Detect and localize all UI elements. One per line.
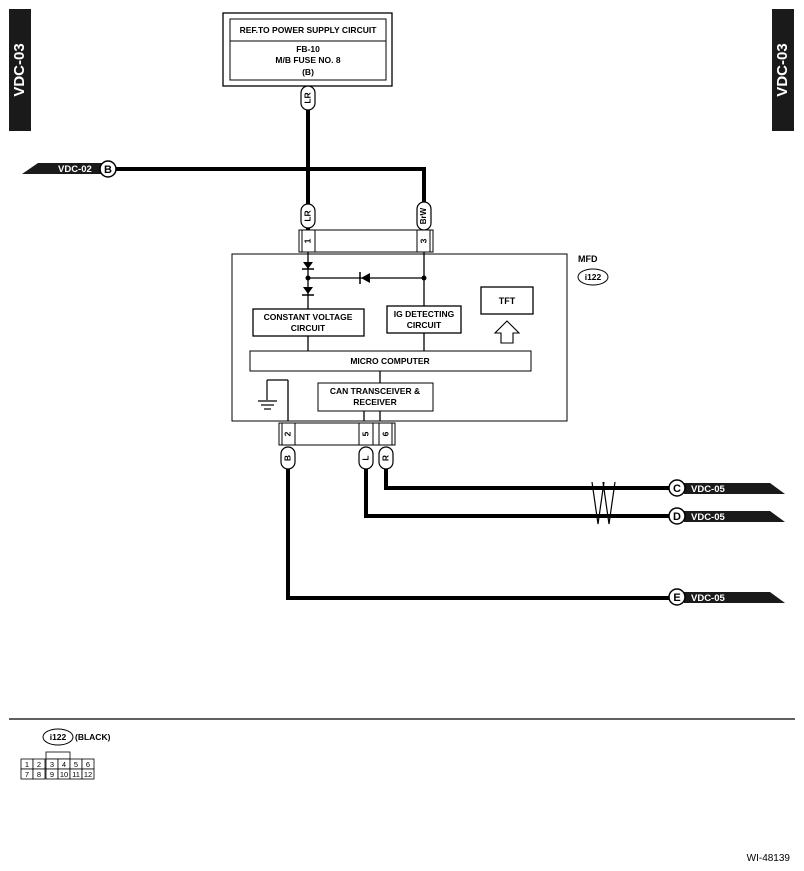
svg-text:MICRO COMPUTER: MICRO COMPUTER bbox=[350, 356, 429, 366]
wire-color-label: LR bbox=[300, 85, 316, 111]
wire-b bbox=[286, 447, 670, 600]
power-ref-line2: M/B FUSE NO. 8 bbox=[275, 55, 340, 65]
section-tab-right: VDC-03 bbox=[772, 9, 794, 131]
pin-cell: 4 bbox=[62, 760, 66, 769]
pin-label: 3 bbox=[418, 238, 428, 243]
micro-computer: MICRO COMPUTER bbox=[249, 350, 532, 372]
connector-id-badge: i122 bbox=[577, 268, 609, 286]
pin-cell: 6 bbox=[86, 760, 90, 769]
constant-voltage-circuit: CONSTANT VOLTAGE CIRCUIT bbox=[252, 308, 365, 337]
wire-color-label: R bbox=[378, 446, 394, 470]
pin-label: 5 bbox=[360, 431, 370, 436]
svg-text:E: E bbox=[673, 592, 680, 604]
svg-text:RECEIVER: RECEIVER bbox=[353, 397, 396, 407]
diode-icon bbox=[359, 272, 370, 284]
power-ref-title: REF.TO POWER SUPPLY CIRCUIT bbox=[240, 25, 378, 35]
svg-text:CIRCUIT: CIRCUIT bbox=[407, 320, 442, 330]
connector-face-view: i122 (BLACK) 1 2 3 4 5 6 7 8 9 10 11 12 bbox=[20, 728, 111, 780]
svg-text:CAN TRANSCEIVER &: CAN TRANSCEIVER & bbox=[330, 386, 420, 396]
wire-brw bbox=[116, 167, 426, 230]
section-tab-left: VDC-03 bbox=[9, 9, 31, 131]
pin-label: 6 bbox=[380, 431, 390, 436]
svg-text:C: C bbox=[673, 483, 681, 495]
section-tab-left-label: VDC-03 bbox=[11, 43, 28, 96]
wire-color-label: B bbox=[280, 446, 296, 470]
section-tab-right-label: VDC-03 bbox=[774, 43, 791, 96]
off-page-connector-e: E VDC-05 bbox=[668, 588, 785, 606]
ground-icon bbox=[258, 379, 288, 410]
connector-face-id: i122 bbox=[50, 732, 67, 742]
power-ref-line1: FB-10 bbox=[296, 44, 320, 54]
svg-text:LR: LR bbox=[302, 92, 312, 103]
svg-text:IG DETECTING: IG DETECTING bbox=[394, 309, 455, 319]
svg-text:D: D bbox=[673, 511, 681, 523]
wire-color-label: BrW bbox=[416, 201, 432, 231]
svg-text:VDC-05: VDC-05 bbox=[691, 593, 726, 604]
connector-bottom: 2 5 6 bbox=[278, 422, 396, 446]
mfd-label: MFD bbox=[578, 254, 598, 264]
svg-text:CONSTANT VOLTAGE: CONSTANT VOLTAGE bbox=[264, 312, 353, 322]
svg-text:VDC-05: VDC-05 bbox=[691, 512, 726, 523]
pin-cell: 9 bbox=[50, 770, 54, 779]
svg-text:L: L bbox=[360, 455, 370, 460]
svg-text:CIRCUIT: CIRCUIT bbox=[291, 323, 326, 333]
svg-text:i122: i122 bbox=[585, 272, 602, 282]
wire-r bbox=[384, 447, 670, 490]
wire-l bbox=[364, 447, 670, 518]
pin-cell: 5 bbox=[74, 760, 78, 769]
pin-cell: 1 bbox=[25, 760, 29, 769]
pin-cell: 3 bbox=[50, 760, 54, 769]
power-supply-reference-box: REF.TO POWER SUPPLY CIRCUIT FB-10 M/B FU… bbox=[222, 12, 393, 87]
pin-label: 1 bbox=[302, 238, 312, 243]
diode-icon bbox=[302, 287, 314, 296]
pin-cell: 12 bbox=[84, 770, 92, 779]
svg-text:VDC-05: VDC-05 bbox=[691, 484, 726, 495]
power-ref-line3: (B) bbox=[302, 67, 314, 77]
svg-text:R: R bbox=[380, 455, 390, 461]
twisted-pair-icon bbox=[591, 481, 616, 525]
junction-dot bbox=[305, 275, 311, 281]
diode-icon bbox=[302, 262, 314, 270]
pin-cell: 11 bbox=[72, 770, 80, 779]
pin-cell: 7 bbox=[25, 770, 29, 779]
pin-label: 2 bbox=[282, 431, 292, 436]
off-page-connector-d: D VDC-05 bbox=[668, 507, 785, 525]
can-transceiver: CAN TRANSCEIVER & RECEIVER bbox=[317, 382, 434, 412]
svg-text:LR: LR bbox=[302, 210, 312, 221]
off-page-connector-b: VDC-02 B bbox=[22, 160, 117, 178]
pin-cell: 8 bbox=[37, 770, 41, 779]
off-page-b-label: VDC-02 bbox=[58, 164, 92, 175]
junction-dot bbox=[421, 275, 427, 281]
off-page-b-letter: B bbox=[104, 164, 112, 176]
pin-cell: 10 bbox=[60, 770, 68, 779]
tft-display: TFT bbox=[480, 286, 534, 315]
svg-text:BrW: BrW bbox=[419, 207, 428, 224]
off-page-connector-c: C VDC-05 bbox=[668, 479, 785, 497]
pin-cell: 2 bbox=[37, 760, 41, 769]
wire-color-label: L bbox=[358, 446, 374, 470]
connector-top: 1 3 bbox=[298, 229, 434, 253]
arrow-up-icon bbox=[493, 320, 521, 344]
wire-color-label: LR bbox=[300, 203, 316, 229]
svg-text:TFT: TFT bbox=[499, 296, 516, 306]
mfd-module bbox=[231, 253, 568, 422]
connector-face-color: (BLACK) bbox=[75, 732, 111, 742]
figure-id: WI-48139 bbox=[747, 853, 791, 864]
svg-text:B: B bbox=[282, 455, 292, 461]
ig-detecting-circuit: IG DETECTING CIRCUIT bbox=[386, 305, 462, 334]
